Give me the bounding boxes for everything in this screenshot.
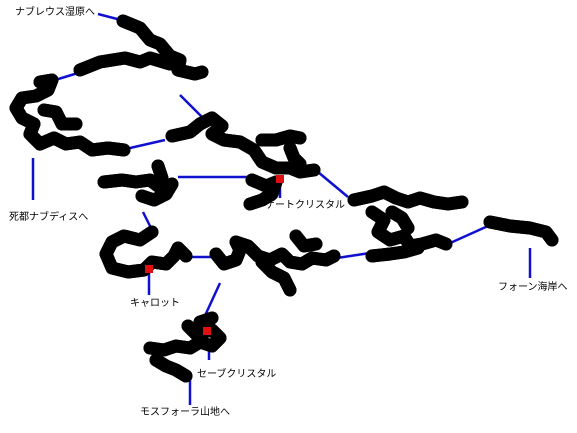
save-crystal-marker bbox=[203, 327, 211, 335]
connector-fawn bbox=[447, 224, 489, 246]
connector-mid-left bbox=[129, 138, 166, 150]
connector-upper-mid bbox=[179, 94, 204, 119]
label-carrot: キャロット bbox=[130, 298, 180, 309]
carrot-marker bbox=[145, 265, 153, 273]
label-mosfaura: モスフォーラ山地へ bbox=[140, 405, 230, 418]
label-gate-crystal: ゲートクリスタル bbox=[265, 199, 345, 211]
cave-corridors bbox=[9, 14, 559, 383]
connector-right-row bbox=[336, 251, 371, 260]
label-shito: 死都ナブディスへ bbox=[9, 210, 88, 223]
gate-crystal-marker bbox=[276, 175, 284, 183]
label-save-crystal: セーブクリスタル bbox=[197, 367, 276, 380]
label-nabureus: ナブレウス湿原へ bbox=[15, 5, 95, 18]
label-fawn-coast: フォーン海岸へ bbox=[498, 280, 568, 293]
connector-upper-left bbox=[54, 71, 79, 82]
location-markers bbox=[145, 175, 284, 335]
connector-east bbox=[317, 171, 349, 198]
connector-lines bbox=[31, 12, 532, 405]
map-labels: ナブレウス湿原へ 死都ナブディスへ ゲートクリスタル フォーン海岸へ キャロット… bbox=[9, 5, 568, 418]
